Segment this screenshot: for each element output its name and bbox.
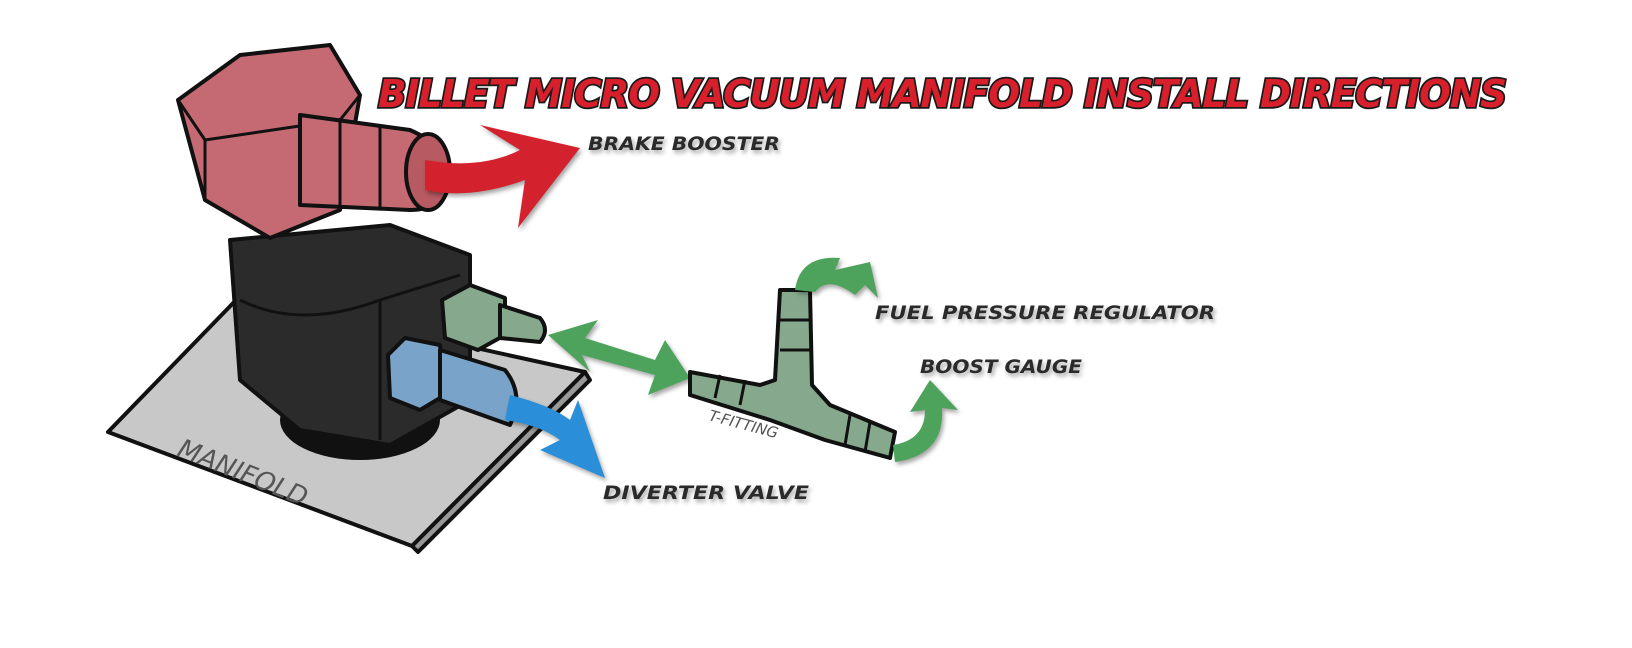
brake-booster-port [176, 43, 453, 240]
diverter-valve-fitting [386, 336, 519, 427]
fuel-pressure-regulator-label: FUEL PRESSURE REGULATOR [875, 302, 1215, 324]
diverter-valve-label: DIVERTER VALVE [603, 482, 809, 504]
brake-booster-arrow [425, 125, 580, 228]
diagram-title: BILLET MICRO VACUUM MANIFOLD INSTALL DIR… [378, 72, 1506, 116]
diverter-valve-arrow [505, 395, 605, 478]
boost-gauge-label: BOOST GAUGE [920, 356, 1082, 378]
boost-gauge-arrow [893, 380, 958, 462]
fuel-pressure-regulator-arrow [795, 257, 878, 298]
t-fitting [688, 288, 897, 460]
brake-booster-label: BRAKE BOOSTER [588, 133, 780, 155]
green-vacuum-fitting [440, 283, 547, 352]
t-fitting-arrow [548, 320, 690, 395]
